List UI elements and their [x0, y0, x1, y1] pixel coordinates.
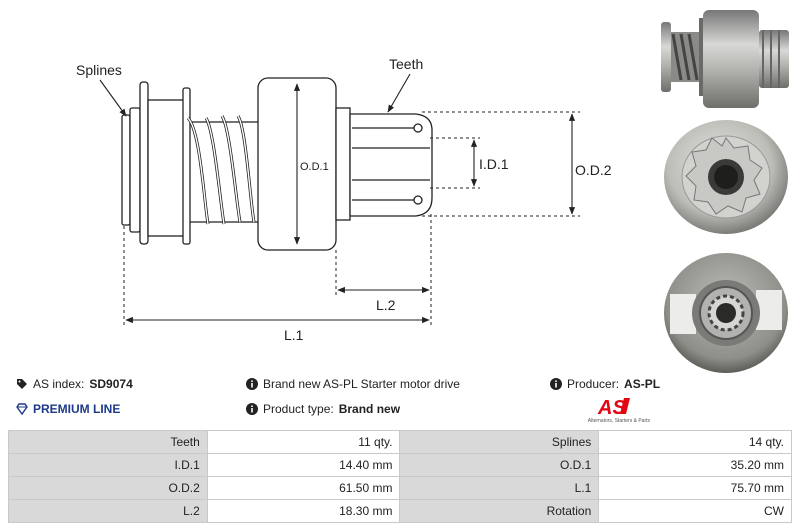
premium-line-label: PREMIUM LINE — [33, 402, 121, 416]
product-description: Brand new AS-PL Starter motor drive — [246, 377, 460, 391]
product-type: Product type: Brand new — [246, 402, 400, 416]
table-row: L.2 18.30 mm Rotation CW — [8, 499, 792, 523]
spec-value: CW — [598, 499, 792, 523]
info-icon — [246, 403, 258, 415]
description-text: Brand new AS-PL Starter motor drive — [263, 377, 460, 391]
spec-key: Teeth — [8, 430, 208, 454]
spec-value: 14.40 mm — [206, 453, 401, 477]
od2-label: O.D.2 — [575, 162, 612, 178]
technical-drawing: Splines Teeth O.D.1 I.D.1 O.D.2 L.2 L.1 — [76, 56, 612, 343]
table-row: I.D.1 14.40 mm O.D.1 35.20 mm — [8, 453, 792, 477]
table-row: Teeth 11 qty. Splines 14 qty. — [8, 430, 792, 454]
l1-label: L.1 — [284, 327, 304, 343]
product-type-label: Product type: — [263, 402, 334, 416]
info-icon — [246, 378, 258, 390]
side-view-photo — [661, 10, 789, 108]
info-icon — [550, 378, 562, 390]
teeth-leader — [387, 73, 411, 113]
logo-text: AS — [597, 397, 626, 419]
spec-key: Rotation — [399, 499, 600, 523]
as-pl-logo: AS Alternators, Starters & Parts — [588, 397, 651, 424]
producer: Producer: AS-PL — [550, 377, 660, 391]
spec-value: 61.50 mm — [206, 476, 401, 500]
premium-line: PREMIUM LINE — [16, 402, 120, 416]
teeth-label: Teeth — [389, 56, 423, 72]
spec-value: 11 qty. — [206, 430, 401, 454]
spec-key: L.1 — [399, 476, 600, 500]
rear-view-photo — [664, 253, 788, 373]
od1-label: O.D.1 — [300, 161, 329, 173]
spec-key: Splines — [399, 430, 600, 454]
spec-value: 75.70 mm — [598, 476, 792, 500]
spec-value: 14 qty. — [598, 430, 792, 454]
spec-key: O.D.2 — [8, 476, 208, 500]
spec-key: L.2 — [8, 499, 208, 523]
specifications-table: Teeth 11 qty. Splines 14 qty. I.D.1 14.4… — [8, 430, 792, 523]
flange — [139, 81, 149, 245]
table-row: O.D.2 61.50 mm L.1 75.70 mm — [8, 476, 792, 500]
product-type-value: Brand new — [338, 402, 401, 416]
pinion — [349, 113, 433, 217]
splines-leader — [99, 79, 127, 117]
as-index: AS index: SD9074 — [16, 377, 133, 391]
front-view-photo — [664, 120, 788, 234]
spec-value: 35.20 mm — [598, 453, 792, 477]
spec-value: 18.30 mm — [206, 499, 401, 523]
producer-value: AS-PL — [624, 377, 661, 391]
spline-plate — [121, 114, 131, 226]
logo-tagline: Alternators, Starters & Parts — [588, 418, 651, 424]
as-index-value: SD9074 — [89, 377, 133, 391]
diamond-icon — [16, 403, 28, 415]
l2-label: L.2 — [376, 297, 396, 313]
producer-label: Producer: — [567, 377, 620, 391]
spec-key: O.D.1 — [399, 453, 600, 477]
tag-icon — [17, 379, 27, 389]
id1-label: I.D.1 — [479, 156, 509, 172]
as-index-label: AS index: — [33, 377, 85, 391]
spec-key: I.D.1 — [8, 453, 208, 477]
splines-label: Splines — [76, 62, 122, 78]
